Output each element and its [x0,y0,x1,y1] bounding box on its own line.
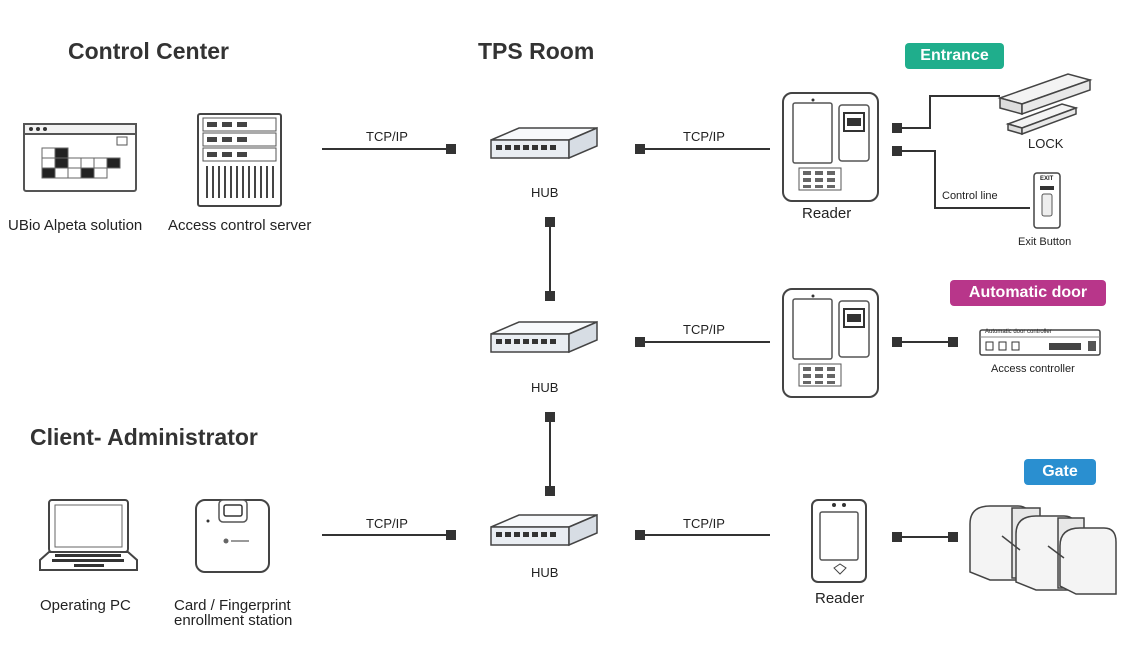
hub-label: HUB [531,380,559,395]
server-rack-icon [197,113,282,207]
hub-1-icon [490,126,598,160]
link-label-tcpip: TCP/IP [683,516,725,531]
reader-2-icon [782,288,879,398]
reader-1-icon [782,92,879,202]
link-reader1-exit [897,150,1030,209]
reader-1-label: Reader [802,205,852,222]
control-line-label: Control line [942,190,998,202]
access-controller-label: Access controller [991,363,1075,375]
gate-icon [969,505,1117,595]
badge-automatic-door: Automatic door [950,280,1106,306]
section-title-control-center: Control Center [68,38,229,64]
exit-text: EXIT [1040,176,1054,182]
hub-3-icon [490,513,598,547]
enrollment-label-line2: enrollment station [174,612,293,629]
door-controller-text: Automatic door controller [985,329,1052,335]
link-label-tcpip: TCP/IP [366,516,408,531]
ubio-software-icon [23,123,137,192]
link-port [446,144,456,154]
badge-entrance: Entrance [905,43,1004,69]
server-label: Access control server [168,217,312,234]
laptop-icon [39,499,138,571]
hub-2-icon [490,320,598,354]
section-title-client-admin: Client- Administrator [30,424,258,450]
exit-button-label: Exit Button [1018,236,1072,248]
hub-label: HUB [531,565,559,580]
hub-label: HUB [531,185,559,200]
exit-button-icon [1033,172,1061,229]
enrollment-label-line1: Card / Fingerprint [174,597,291,614]
link-label-tcpip: TCP/IP [683,322,725,337]
enrollment-station-icon [195,499,270,573]
reader-3-icon [811,499,867,583]
link-reader1-lock [897,95,1000,129]
door-controller-icon [979,329,1101,356]
lock-icon [997,73,1093,136]
reader-3-label: Reader [815,590,865,607]
link-label-tcpip: TCP/IP [366,129,408,144]
section-title-tps-room: TPS Room [478,38,595,64]
ubio-label: UBio Alpeta solution [8,217,143,234]
link-label-tcpip: TCP/IP [683,129,725,144]
link-port [635,144,645,154]
badge-gate: Gate [1024,459,1096,485]
lock-label: LOCK [1028,136,1064,151]
operating-pc-label: Operating PC [40,597,131,614]
